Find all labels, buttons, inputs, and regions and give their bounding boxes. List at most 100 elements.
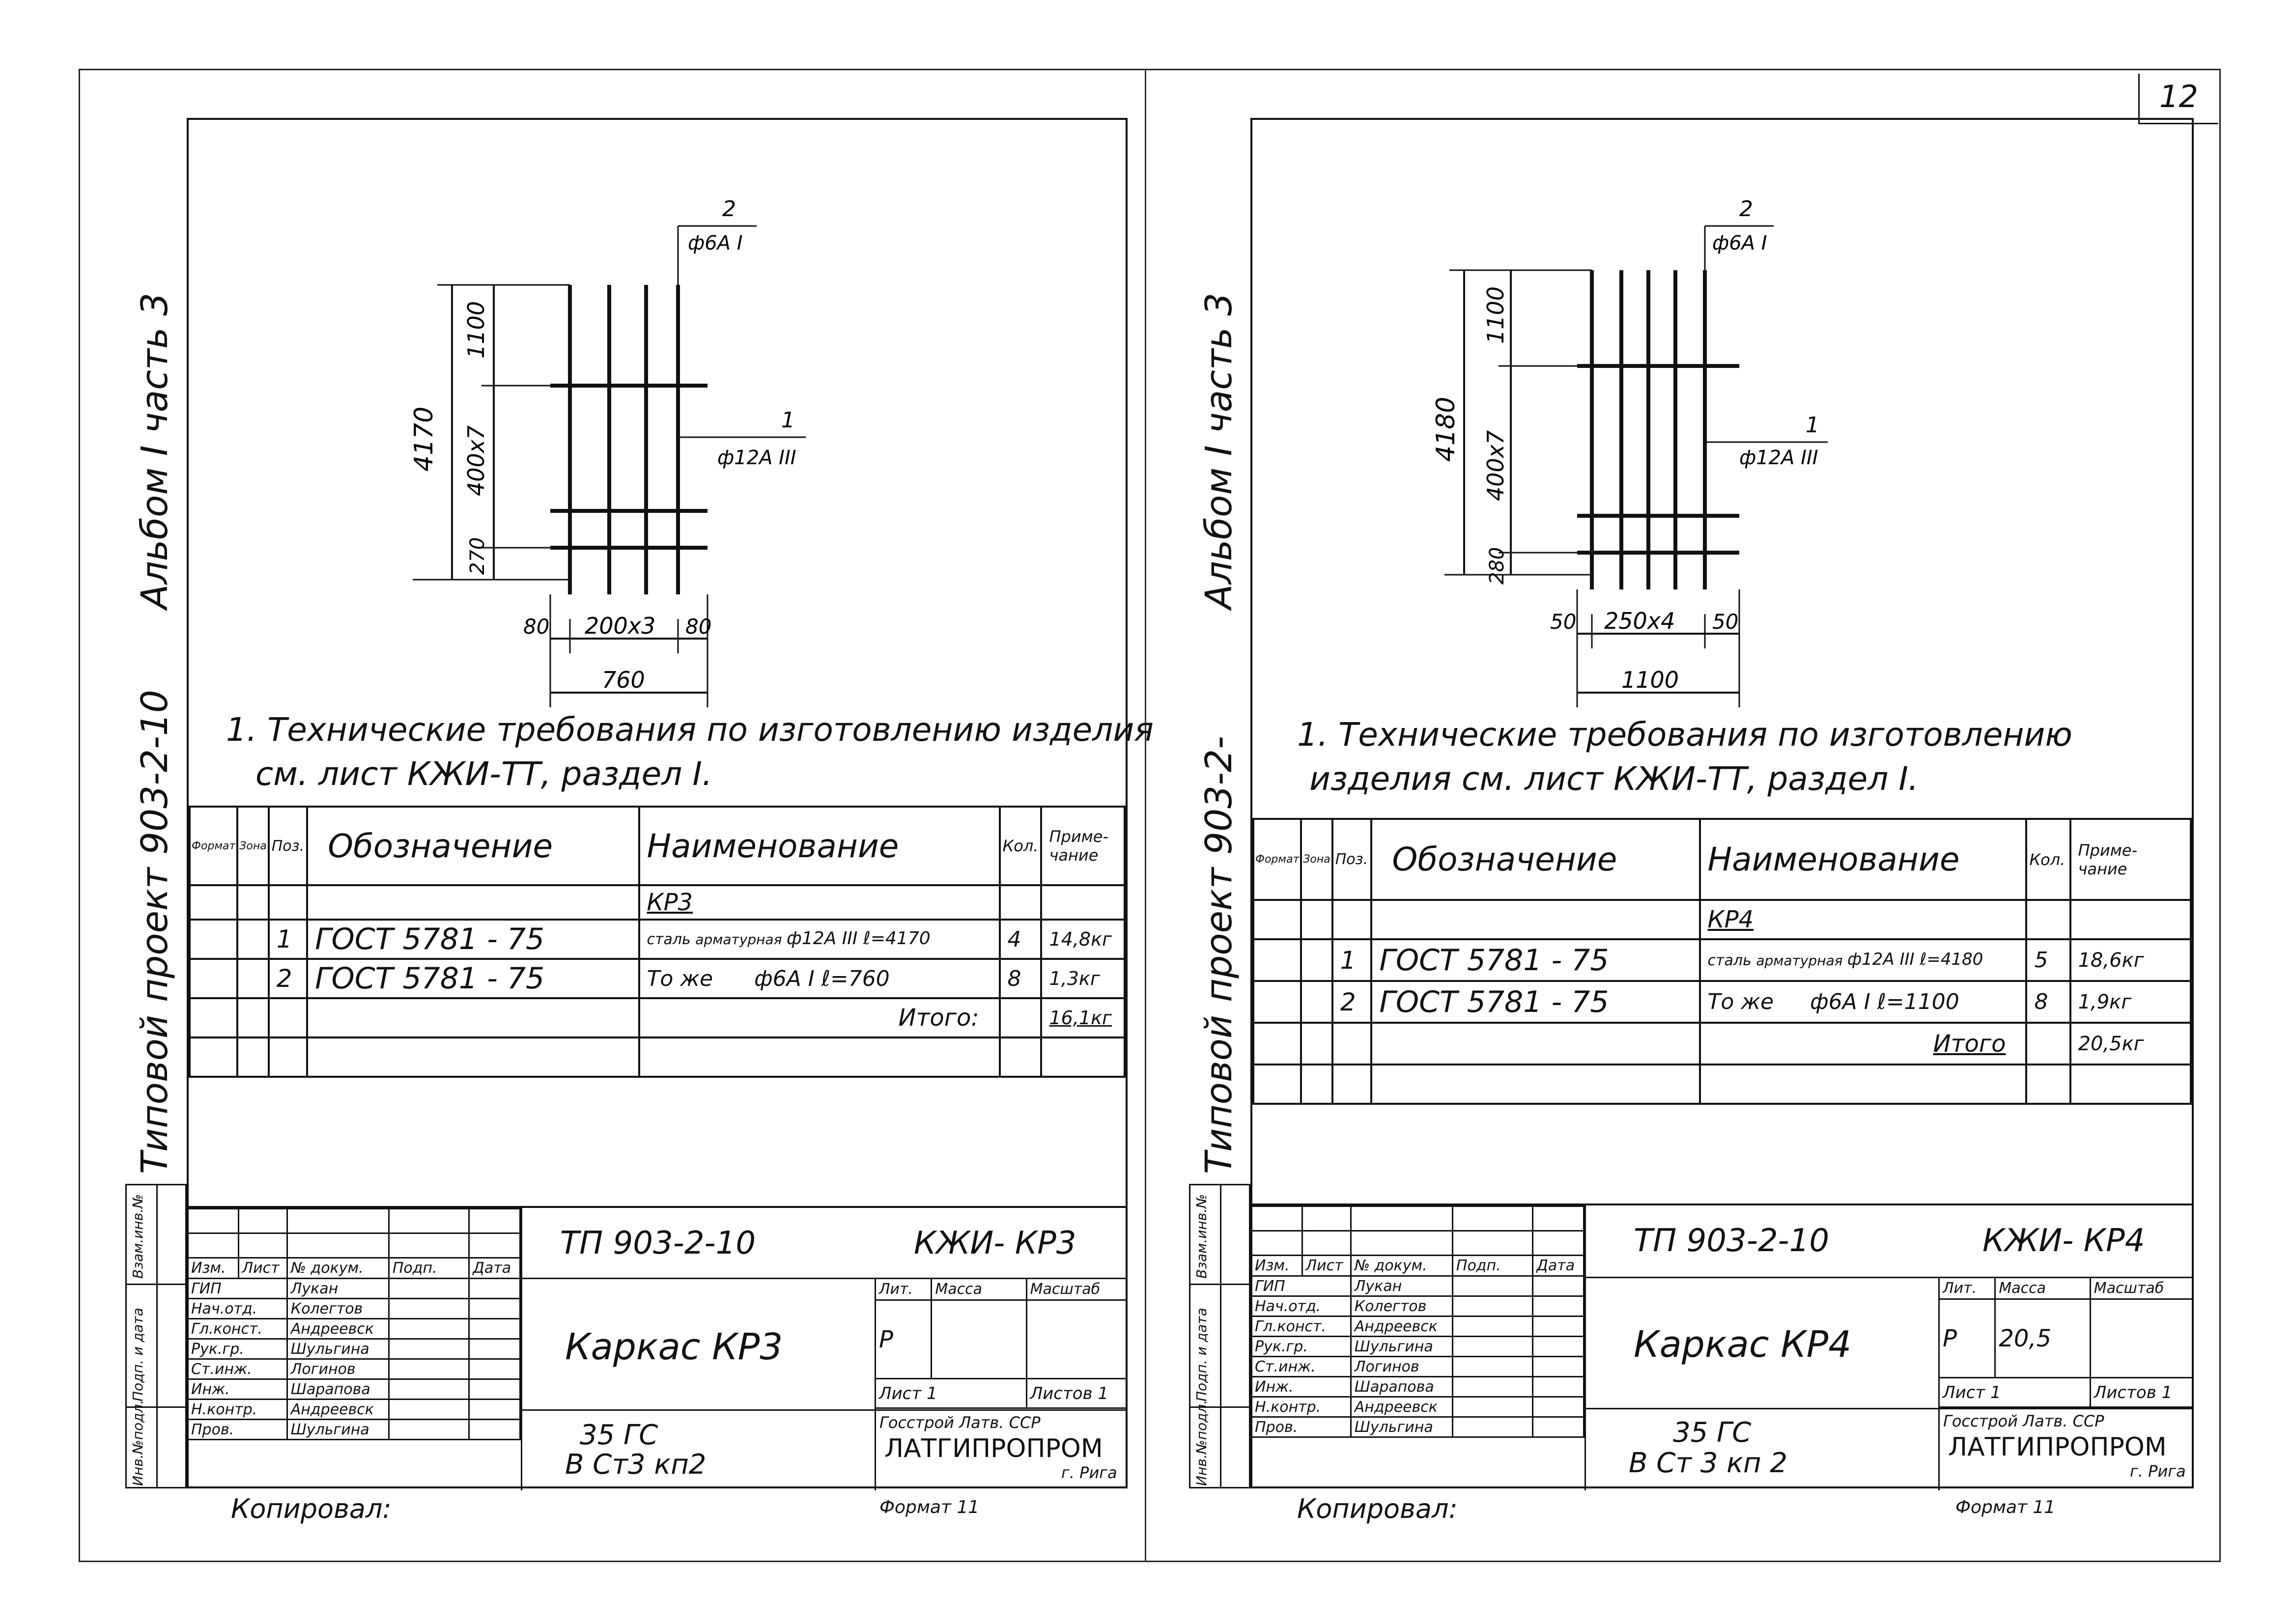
outer-border [79, 69, 2221, 1562]
spec-designation: ГОСТ 5781 - 75 [1370, 938, 1701, 982]
spec-hdr-designation: Обозначение [1370, 818, 1701, 901]
spec-qty: 5 [2025, 938, 2071, 982]
dim-total-h: 4170 [409, 407, 439, 472]
stamp-sheet-label: Лист 1 [875, 1378, 1027, 1409]
stamp-sheets-label: Листов 1 [1025, 1378, 1128, 1409]
sheet-left-note-line-1: 1. Технические требования по изготовлени… [226, 711, 1154, 749]
table-row: 1 ГОСТ 5781 - 75 сталь арматурная ф12А I… [1252, 938, 2192, 982]
dim-total-h: 4180 [1431, 397, 1461, 462]
stamp-scale-hdr: Масштаб [2089, 1277, 2194, 1300]
sheet-left-album: Альбом I часть 3 [134, 292, 176, 609]
stamp-sheets-label: Листов 1 [2089, 1377, 2194, 1408]
stamp-lit-mass-scale: Лит. Масса Масштаб Р 20,5 Лист 1 Листов … [1938, 1277, 2194, 1408]
callout-2-num: 2 [1739, 196, 1753, 222]
stamp-person: Логинов [286, 1358, 390, 1380]
sheet-right-frame [1250, 118, 2194, 1488]
dim-span: 250x4 [1604, 608, 1675, 634]
callout-2-bar: ф6А I [1712, 232, 1767, 254]
stamp-person: Шульгина [286, 1338, 390, 1360]
dim-mid: 400x7 [1482, 430, 1509, 501]
stamp-person: Лукан [286, 1278, 390, 1299]
stamp-person: Шульгина [1350, 1416, 1453, 1438]
spec-hdr-format: Формат [188, 806, 239, 886]
stamp-person: Андреевск [286, 1399, 390, 1420]
spec-name-b: арматурная [1756, 952, 1843, 969]
stamp-role: Инж. [187, 1378, 288, 1400]
dim-bot: 270 [466, 537, 489, 575]
spec-total-value: 16,1кг [1040, 997, 1126, 1038]
spec-hdr-zone: Зона [236, 806, 270, 886]
spec-hdr-note: Приме-чание [2069, 818, 2192, 901]
stamp-role: Пров. [1250, 1416, 1352, 1438]
sheet-left-side-strip: Инв.№подл. Подп. и дата Взам.инв.№ [125, 1184, 187, 1488]
spec-name-c: ф12А III ℓ=4170 [787, 928, 931, 949]
stamp-person: Колегтов [286, 1298, 390, 1319]
spec-hdr-zone: Зона [1300, 818, 1333, 901]
spec-name-b: арматурная [695, 931, 782, 948]
spec-group: КР3 [638, 884, 1001, 921]
stamp-person: Андреевск [1350, 1316, 1453, 1337]
spec-qty: 8 [998, 958, 1043, 999]
dim-total-w: 760 [602, 667, 645, 693]
sheet-right-album: Альбом I часть 3 [1198, 292, 1240, 609]
spec-name-a: То же [647, 966, 713, 991]
sheet-right-note-line-1: 1. Технические требования по изготовлени… [1297, 716, 2072, 754]
table-row: 1 ГОСТ 5781 - 75 сталь арматурная ф12А I… [188, 919, 1126, 960]
spec-designation: ГОСТ 5781 - 75 [1370, 980, 1701, 1024]
stamp-hdr: Подп. [388, 1257, 470, 1279]
stamp-role: ГИП [1250, 1275, 1352, 1297]
dim-top: 1100 [463, 301, 489, 359]
table-row: 2 ГОСТ 5781 - 75 То же ф6А I ℓ=1100 8 1,… [1252, 980, 2192, 1024]
side-replace-label: Взам.инв.№ [1193, 1194, 1210, 1279]
stamp-role: Рук.гр. [187, 1338, 288, 1360]
sheet-right-note-line-2: изделия см. лист КЖИ-ТТ, раздел I. [1309, 760, 1919, 798]
dim-left: 80 [523, 615, 549, 639]
sheet-right-rebar-sketch: 4180 1100 400x7 280 50 250x4 50 1100 1 ф… [1431, 196, 1828, 707]
sheet-right-tipovoy: Типовой [1198, 1015, 1240, 1174]
sheet-right-spec-table: Формат Зона Поз. Обозначение Наименовани… [1252, 818, 2192, 1105]
spec-name: То же ф6А I ℓ=760 [638, 958, 1001, 999]
sheet-right-side-strip: Инв.№подл. Подп. и дата Взам.инв.№ [1189, 1184, 1250, 1488]
stamp-person: Андреевск [1350, 1396, 1453, 1418]
sheet-left-note-line-2: см. лист КЖИ-ТТ, раздел I. [255, 755, 712, 793]
stamp-material-2: В Ст 3 кп 2 [1629, 1447, 1788, 1479]
sheet-right-code: 903-2- [1198, 736, 1240, 855]
stamp-person: Логинов [1350, 1356, 1453, 1377]
stamp-role: Рук.гр. [1250, 1336, 1352, 1357]
spec-name-c: ф6А I ℓ=760 [754, 966, 890, 991]
stamp-person: Колегтов [1350, 1295, 1453, 1317]
spec-hdr-qty: Кол. [2025, 818, 2071, 901]
stamp-org-1: Госстрой Латв. ССР [1943, 1412, 2104, 1430]
stamp-hdr: Изм. [187, 1257, 239, 1279]
stamp-lit-hdr: Лит. [1938, 1277, 1996, 1300]
stamp-hdr: № докум. [286, 1257, 390, 1279]
spec-note: 14,8кг [1040, 919, 1126, 960]
stamp-sheet-code: КЖИ- КР3 [914, 1225, 1076, 1261]
spec-name-a: сталь [647, 931, 691, 949]
callout-1-num: 1 [781, 408, 795, 433]
stamp-role: Н.контр. [187, 1399, 288, 1420]
stamp-org-2: ЛАТГИПРОПРОМ [1948, 1432, 2167, 1462]
stamp-material-1: 35 ГС [1673, 1417, 1752, 1449]
stamp-mass-value [931, 1299, 1027, 1379]
stamp-mass-hdr: Масса [1994, 1277, 2091, 1300]
stamp-lit-value: Р [874, 1299, 933, 1379]
sheet-left-frame [187, 118, 1128, 1488]
table-row: 2 ГОСТ 5781 - 75 То же ф6А I ℓ=760 8 1,3… [188, 958, 1126, 999]
callout-1-bar: ф12А III [1739, 447, 1818, 469]
callout-2-bar: ф6А I [688, 232, 743, 254]
spec-hdr-pos: Поз. [1331, 818, 1373, 901]
stamp-hdr: № докум. [1350, 1255, 1453, 1277]
stamp-person: Андреевск [286, 1318, 390, 1340]
callout-1-bar: ф12А III [717, 447, 796, 469]
callout-2-num: 2 [722, 196, 736, 222]
sheet-left-spec-table: Формат Зона Поз. Обозначение Наименовани… [188, 806, 1126, 1078]
spec-pos: 2 [1331, 980, 1373, 1024]
stamp-role: Инж. [1250, 1376, 1352, 1398]
stamp-hdr: Лист [237, 1257, 288, 1279]
dim-span: 200x3 [585, 613, 655, 639]
stamp-role: Гл.конст. [1250, 1316, 1352, 1337]
stamp-lit-hdr: Лит. [874, 1278, 933, 1301]
